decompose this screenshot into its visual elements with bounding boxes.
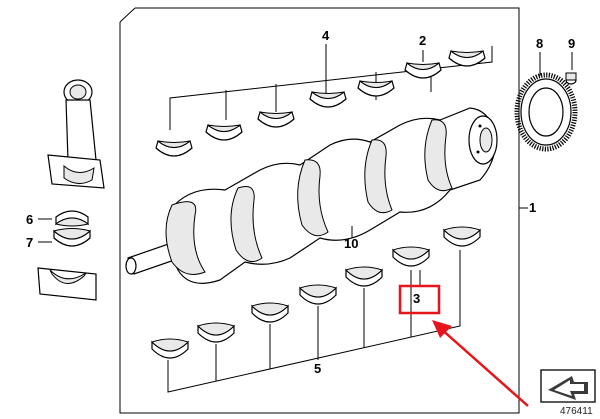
connecting-rod-cap <box>37 267 97 301</box>
leader-lines <box>38 50 573 286</box>
bearing-shell-upper <box>404 61 442 79</box>
bearing-shell-upper <box>257 110 295 128</box>
rod-bearing-shell-7 <box>52 228 92 247</box>
bearing-shell-lower <box>299 284 337 305</box>
label-10: 10 <box>344 236 358 251</box>
label-8: 8 <box>536 36 543 51</box>
highlight-arrow-head <box>432 320 452 338</box>
label-9: 9 <box>568 36 575 51</box>
lower-bearing-bracket <box>167 250 461 393</box>
highlight-annotation <box>398 284 529 407</box>
reference-number: 476411 <box>560 406 593 417</box>
bearing-shell-lower <box>197 322 235 343</box>
label-1: 1 <box>529 200 536 215</box>
highlight-box <box>398 284 441 315</box>
bearing-shell-upper <box>309 90 347 108</box>
bearing-shell-upper <box>155 139 193 157</box>
label-2: 2 <box>419 33 426 48</box>
bearing-shell-upper <box>205 123 243 141</box>
upper-bearing-bracket <box>169 44 493 130</box>
bolt <box>565 72 577 85</box>
bearing-shell-upper <box>357 79 395 97</box>
upper-bearing-shells <box>155 49 486 157</box>
label-7: 7 <box>26 235 33 250</box>
navigation-arrow-icon[interactable] <box>540 369 596 403</box>
bearing-shell-lower <box>251 302 289 323</box>
rod-bearing-shell-6 <box>54 210 90 227</box>
flywheel-ring <box>514 72 578 152</box>
label-6: 6 <box>26 212 33 227</box>
label-3: 3 <box>413 291 420 306</box>
crankshaft <box>125 107 498 284</box>
label-5: 5 <box>314 361 321 376</box>
assembly-frame <box>119 7 520 414</box>
bearing-shell-lower <box>443 226 481 247</box>
highlight-arrow-line <box>439 327 529 407</box>
bearing-shell-lower <box>151 338 189 359</box>
label-4: 4 <box>322 28 330 43</box>
lower-bearing-shells <box>151 226 481 359</box>
bearing-shell-lower <box>392 246 430 267</box>
bearing-shell-lower <box>345 266 383 287</box>
bearing-shell-upper <box>448 49 486 67</box>
connecting-rod <box>47 79 105 189</box>
